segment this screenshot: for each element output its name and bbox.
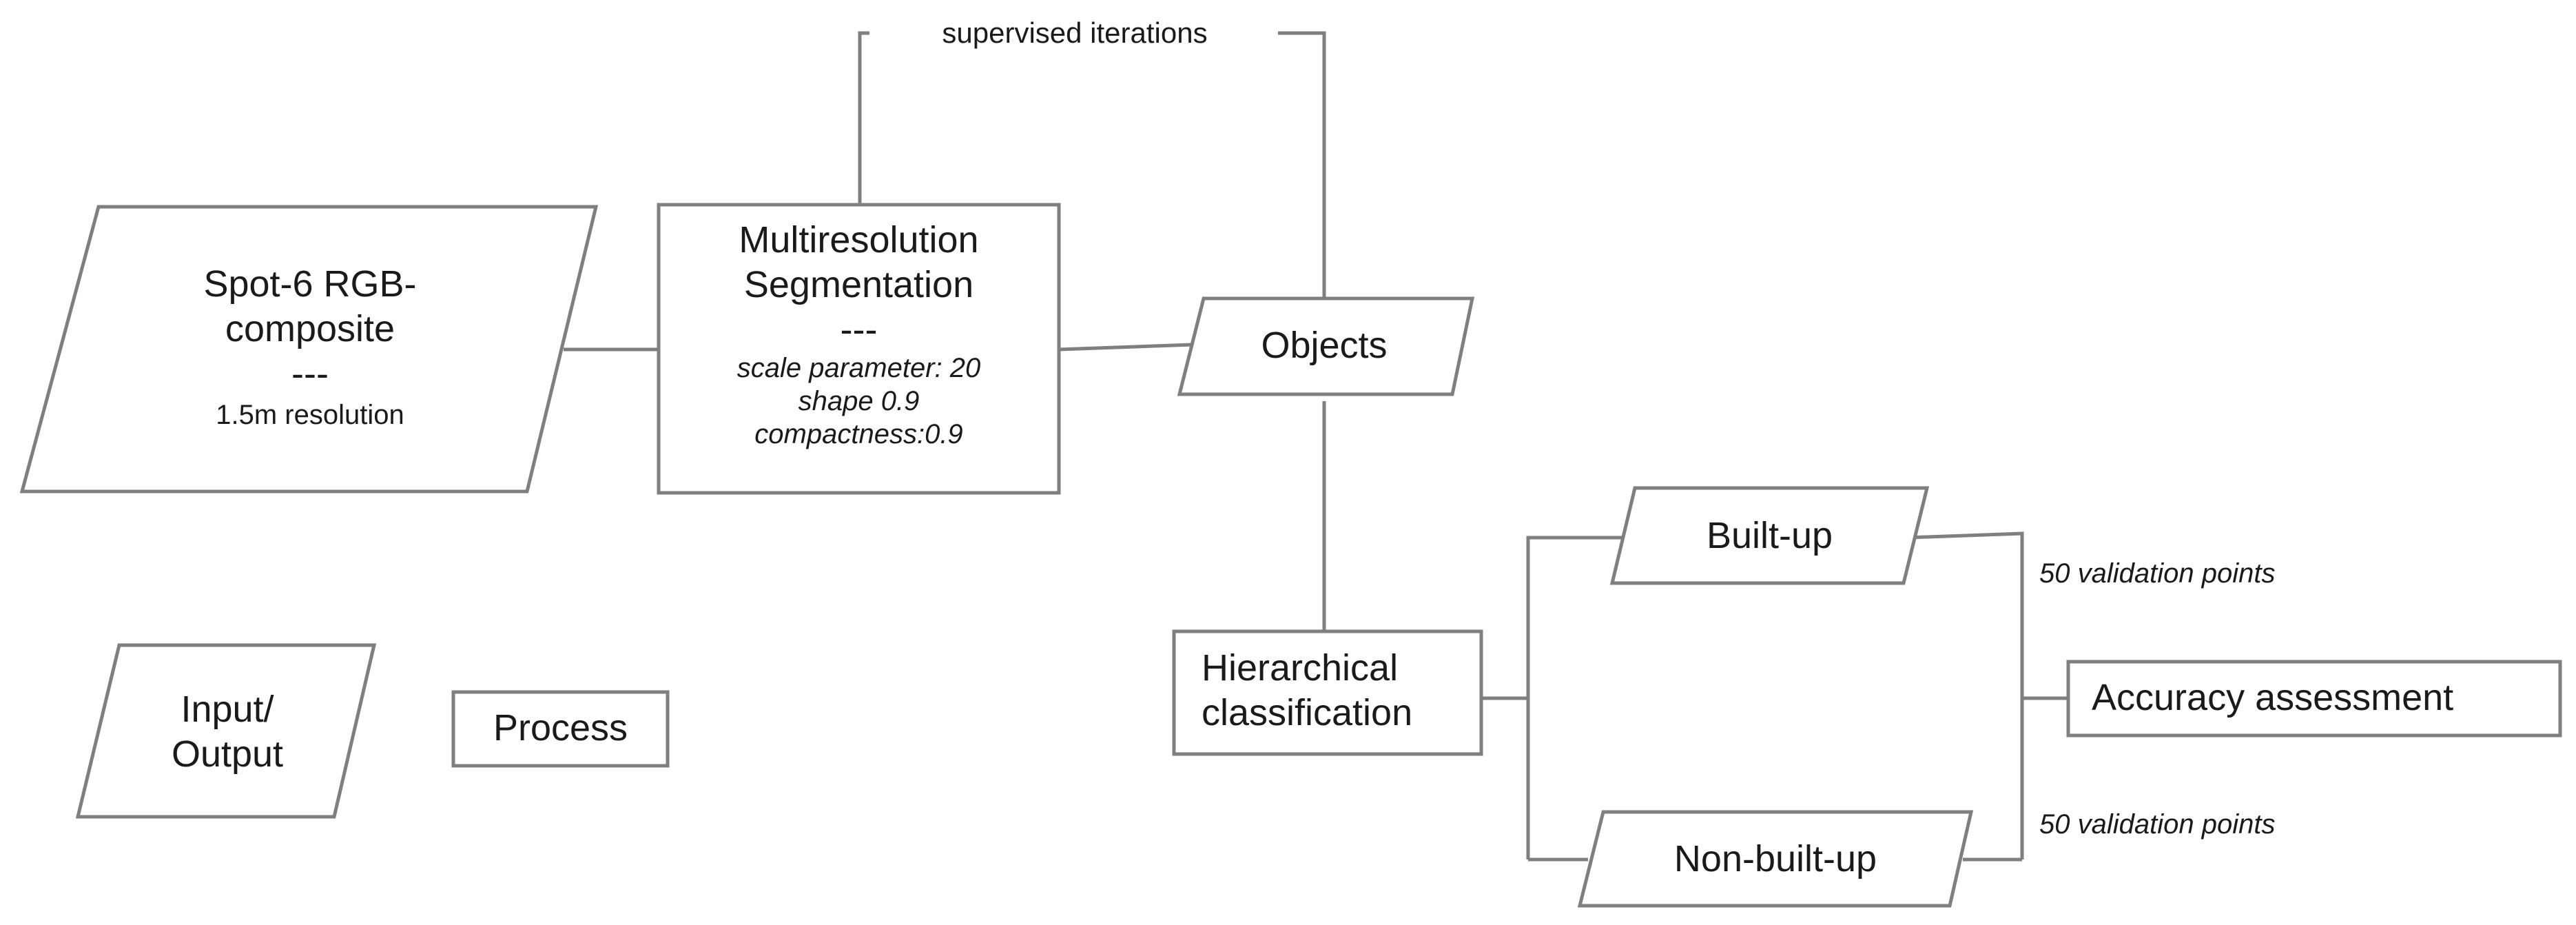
accuracy-process-box <box>2066 660 2562 738</box>
segmentation-title-line2: Segmentation <box>743 263 974 305</box>
input-detail: 1.5m resolution <box>216 400 404 431</box>
nonbuiltup-label: Non-built-up <box>1673 838 1877 880</box>
validation-points-bottom: 50 validation points <box>2039 809 2276 840</box>
legend-io-line1: Input/ <box>181 689 274 730</box>
classification-process-box <box>1172 629 1483 756</box>
nonbuiltup-output-shape <box>1577 810 1974 908</box>
classification-line2: classification <box>1202 691 1413 733</box>
legend-io-line2: Output <box>171 733 284 775</box>
segmentation-separator: --- <box>840 308 878 350</box>
segmentation-param-compactness: compactness:0.9 <box>754 419 963 450</box>
feedback-loop-line <box>858 31 869 205</box>
legend-io-shape <box>75 643 377 819</box>
classification-node: Hierarchical classification <box>1174 646 1477 735</box>
validation-points-top: 50 validation points <box>2039 558 2276 589</box>
builtup-label: Built-up <box>1706 515 1833 556</box>
segmentation-param-shape: shape 0.9 <box>798 386 920 417</box>
input-title-line1: Spot-6 RGB- <box>203 263 417 305</box>
branch-builtup-line <box>1526 536 1625 860</box>
segmentation-title-line1: Multiresolution <box>739 219 979 261</box>
input-data-shape <box>19 205 599 494</box>
objects-label: Objects <box>1261 325 1388 366</box>
feedback-iterations-label: supervised iterations <box>942 17 1208 49</box>
connector-segmentation-objects <box>1058 343 1194 352</box>
builtup-to-accuracy-line <box>1906 531 2024 860</box>
input-title-line2: composite <box>225 307 395 349</box>
legend-process-box <box>451 690 670 768</box>
feedback-loop-line-right <box>1278 31 1326 298</box>
builtup-output-shape <box>1609 486 1930 585</box>
input-node: Spot-6 RGB- composite --- 1.5m resolutio… <box>103 262 517 431</box>
objects-output-shape <box>1177 296 1475 396</box>
segmentation-process-box <box>657 203 1061 495</box>
accuracy-label: Accuracy assessment <box>2092 677 2454 718</box>
segmentation-param-scale: scale parameter: 20 <box>736 353 981 384</box>
input-separator: --- <box>291 352 329 394</box>
classification-line1: Hierarchical <box>1202 647 1399 689</box>
segmentation-node: Multiresolution Segmentation --- scale p… <box>659 218 1059 451</box>
legend-process-label: Process <box>493 707 628 749</box>
legend-io-label: Input/ Output <box>96 687 358 777</box>
